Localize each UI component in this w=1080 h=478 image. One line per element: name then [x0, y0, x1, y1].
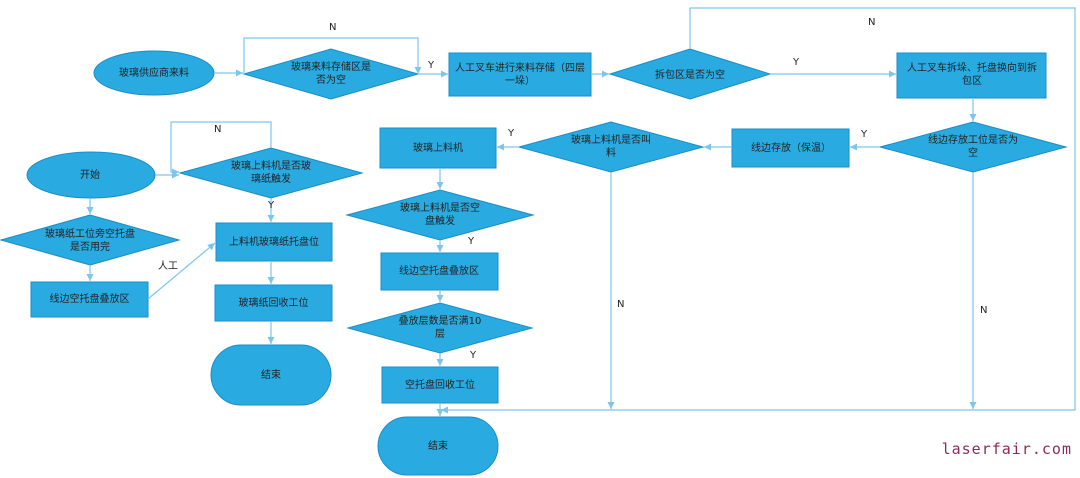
supplier-shape — [93, 50, 215, 96]
storage-empty-decision-shape — [242, 48, 420, 100]
line-empty-pallet-area-shape — [380, 252, 499, 291]
edge-label-stack-y: Y — [470, 350, 477, 361]
edge-label-slot-y: Y — [861, 129, 868, 140]
edge-label-storage-y: Y — [428, 60, 435, 71]
end-left-shape — [210, 344, 332, 406]
paper-pallet-shape — [215, 222, 333, 262]
edge-storage-loop — [243, 37, 422, 74]
paper-pallet-done-decision-shape — [0, 214, 181, 266]
forklift-unpack-shape — [896, 52, 1047, 99]
glass-loader-shape — [379, 127, 497, 169]
edge-label-loader-n: N — [617, 299, 625, 310]
line-empty-pallet-area-left-shape — [30, 281, 149, 318]
edge-label-storage-loop-n: N — [329, 22, 337, 33]
loader-needs-decision-shape — [517, 121, 705, 173]
edge-label-manual: 人工 — [158, 261, 178, 272]
paper-recycle-shape — [214, 284, 333, 322]
edge-label-paper-loop-n: N — [214, 124, 222, 135]
end-main-shape — [377, 416, 499, 476]
edge-paper-loop — [170, 121, 272, 176]
edge-label-unpack-top-n: N — [868, 17, 876, 28]
paper-trigger-decision-shape — [178, 147, 364, 199]
unpack-empty-decision-shape — [608, 48, 772, 100]
edge-manual — [147, 242, 216, 300]
line-storage-shape — [731, 128, 850, 168]
start-shape — [26, 151, 156, 199]
edge-label-slot-n: N — [980, 305, 988, 316]
edge-label-loader-y: Y — [508, 128, 515, 139]
forklift-store-shape — [448, 52, 592, 97]
loader-empty-trigger-decision-shape — [345, 189, 535, 241]
line-slot-empty-decision-shape — [878, 121, 1068, 173]
edge-unpack-top-n — [441, 7, 1076, 414]
edge-label-paper-y: Y — [268, 200, 275, 211]
stack-full-decision-shape — [346, 302, 534, 354]
edge-label-unpack-y: Y — [793, 57, 800, 68]
watermark: laserfair.com — [941, 440, 1072, 458]
pallet-recycle-shape — [381, 366, 499, 404]
edge-label-empty-trigger-y: Y — [468, 236, 475, 247]
